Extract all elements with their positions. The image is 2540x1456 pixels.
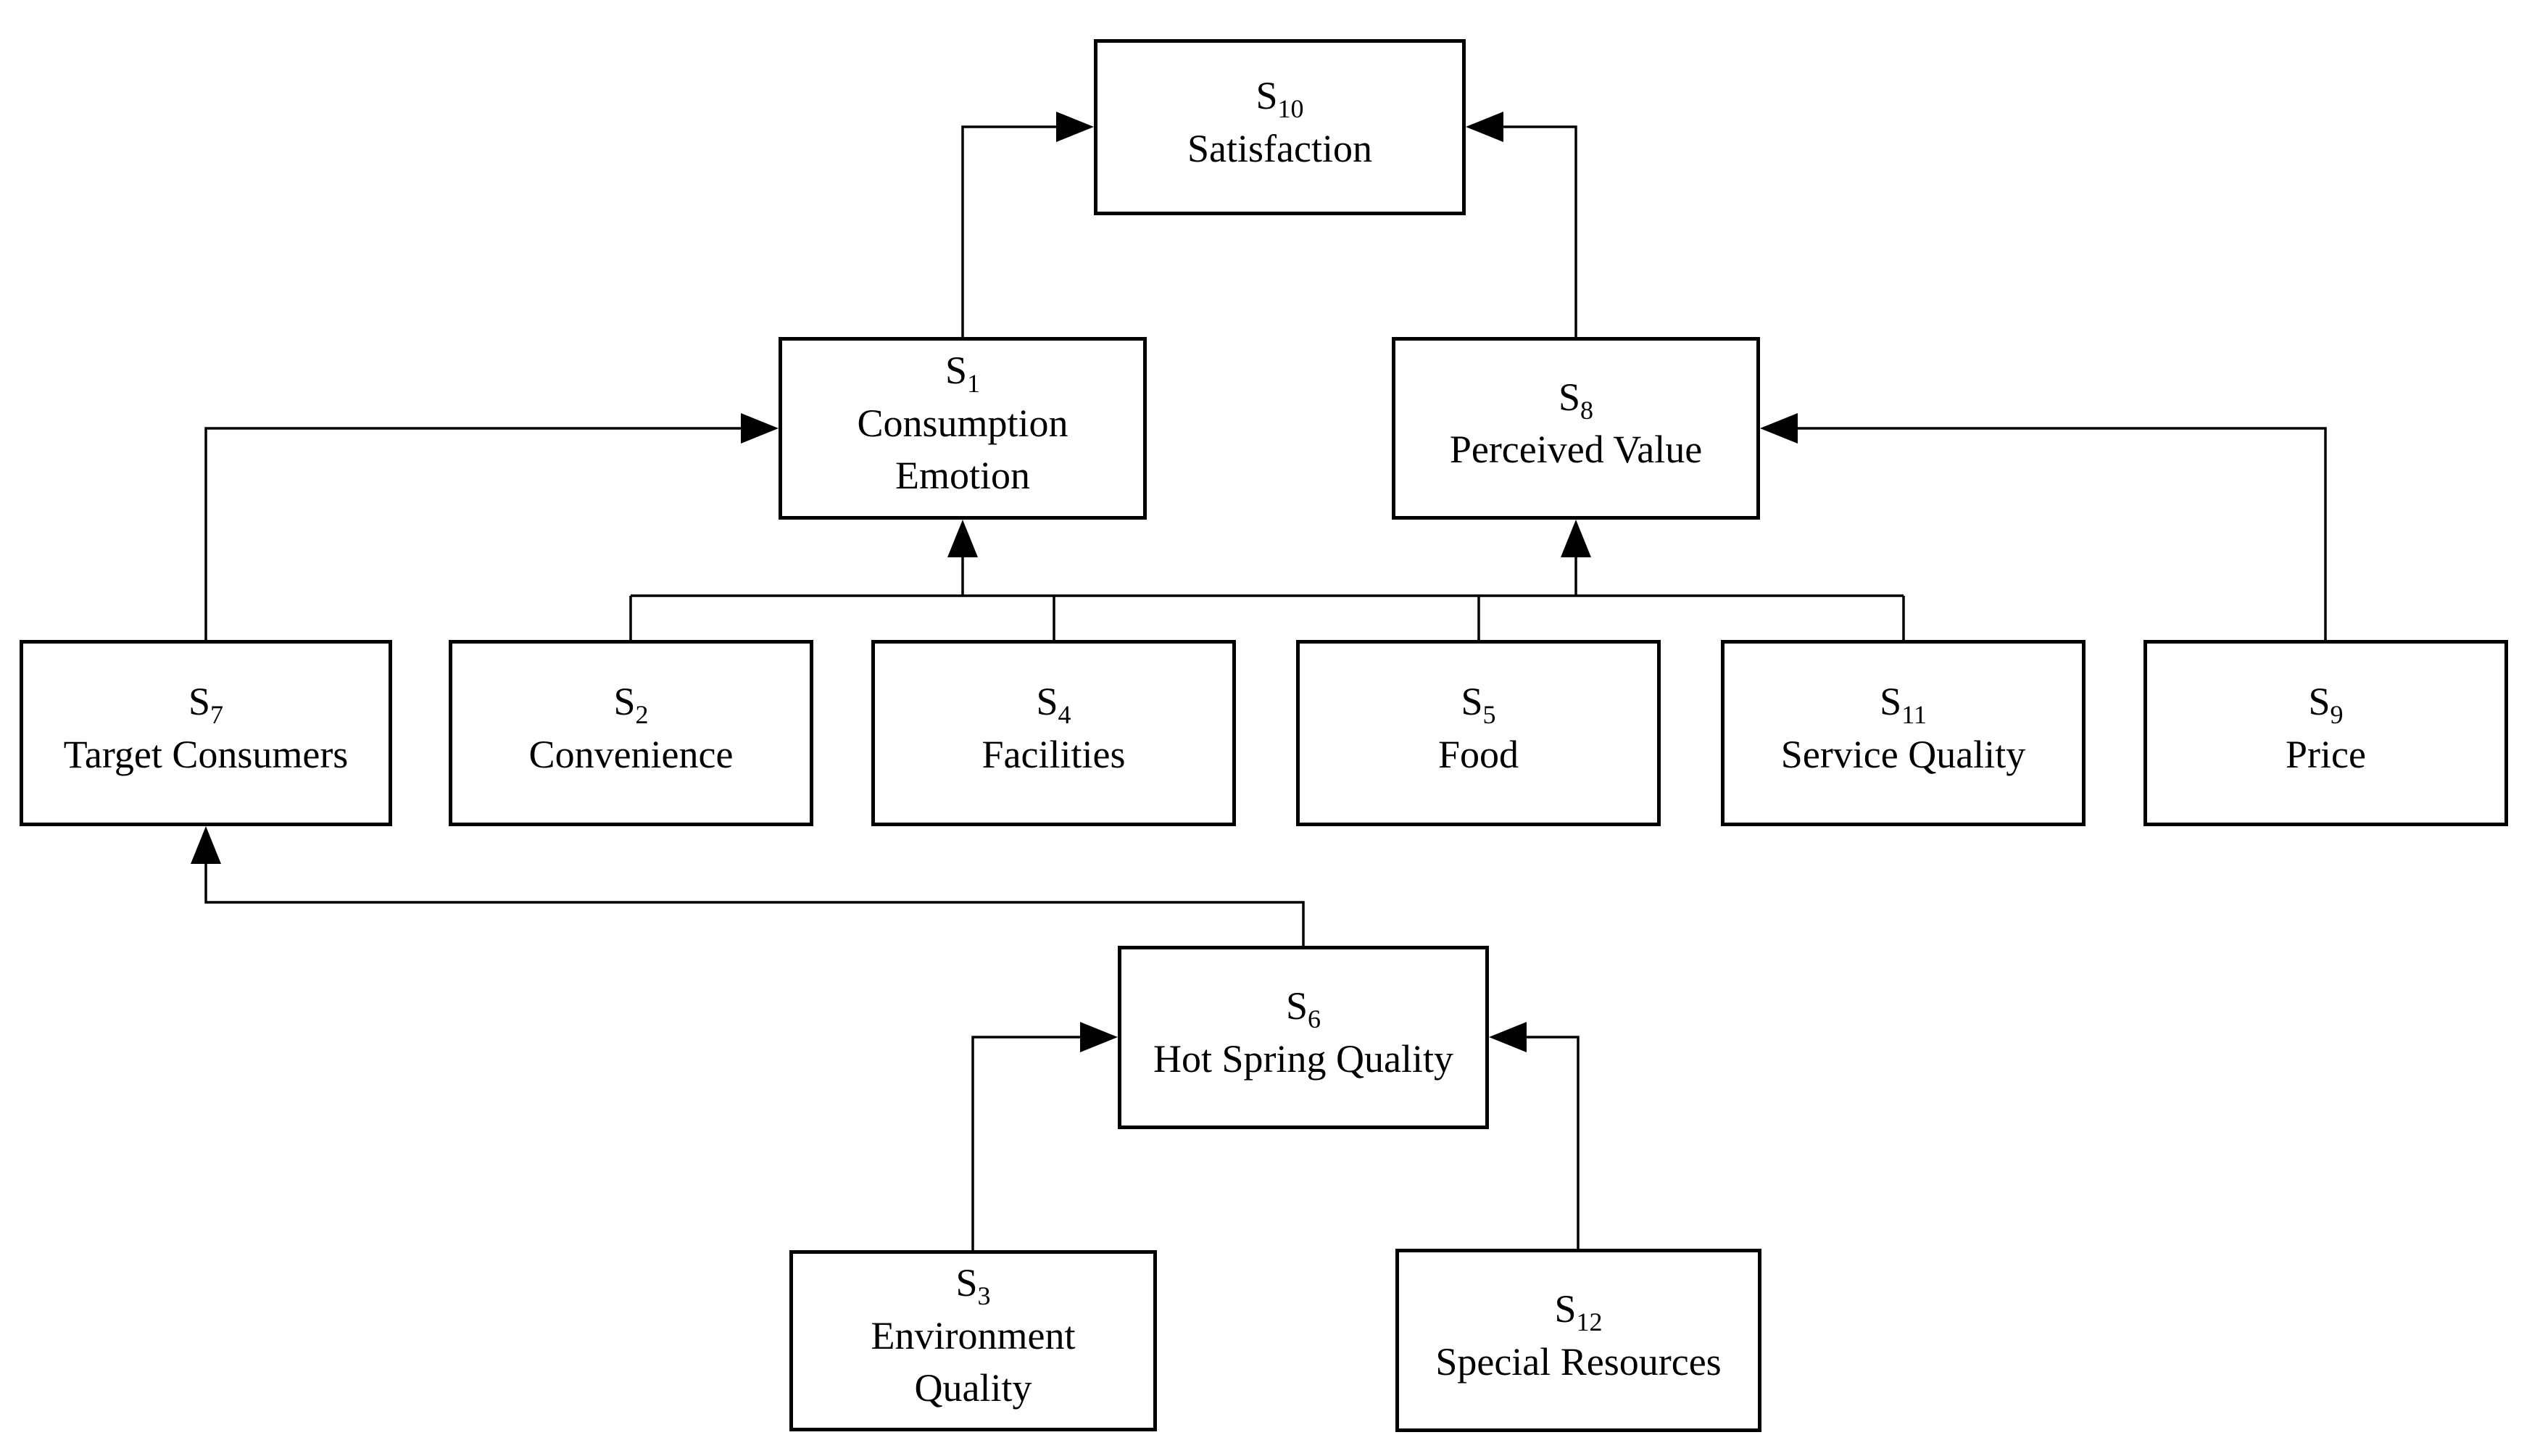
node-s10-subscript: 10 [1277, 93, 1304, 123]
node-s10-label-line: Satisfaction [1187, 126, 1372, 170]
node-s8-code: S8 [1558, 375, 1594, 425]
node-s9-label-line: Price [2286, 732, 2366, 776]
node-s1-label-line: Emotion [895, 454, 1030, 498]
node-s12-code: S12 [1554, 1287, 1603, 1336]
node-s2-label-line: Convenience [528, 732, 734, 776]
node-s6-code: S6 [1285, 984, 1321, 1033]
node-s8-label-line: Perceived Value [1449, 428, 1703, 471]
s7-to-s1-arrowhead-icon [741, 413, 779, 444]
node-s3-label-line: Quality [914, 1366, 1032, 1410]
node-s11-code: S11 [1880, 680, 1927, 729]
node-s6-label-line: Hot Spring Quality [1153, 1036, 1453, 1081]
node-s5-subscript: 5 [1482, 699, 1496, 729]
node-s7-code: S7 [188, 680, 224, 729]
edge-s7-to-s1 [204, 427, 744, 640]
node-s7-label-line: Target Consumers [63, 732, 349, 776]
node-s11-label-line: Service Quality [1780, 732, 2026, 776]
bus-to-s1-arrowhead-icon [947, 520, 978, 557]
node-s12-label-line: Special Resources [1435, 1339, 1722, 1384]
node-s1-code: S1 [945, 349, 981, 399]
node-s9-subscript: 9 [2330, 699, 2344, 729]
s9-to-s8-arrowhead-icon [1760, 413, 1798, 444]
edge-s8-to-s10 [1501, 125, 1577, 337]
edge-s6-to-s7 [204, 861, 1305, 946]
node-s8-subscript: 8 [1580, 395, 1594, 425]
s6-to-s7-arrowhead-icon [191, 826, 221, 864]
bus-to-s8-arrowhead-icon [1561, 520, 1591, 557]
node-s6-subscript: 6 [1308, 1004, 1321, 1033]
node-s4-code: S4 [1036, 680, 1071, 729]
node-s4-subscript: 4 [1058, 699, 1071, 729]
s8-to-s10-arrowhead-icon [1466, 112, 1503, 142]
node-s9-code: S9 [2308, 680, 2344, 729]
node-s3-label-line: Environment [871, 1313, 1076, 1357]
node-s1-subscript: 1 [967, 369, 981, 399]
node-s12-subscript: 12 [1576, 1307, 1603, 1336]
node-s4-label-line: Facilities [981, 732, 1126, 776]
node-s3-subscript: 3 [977, 1281, 991, 1311]
edge-s1-to-s10 [961, 125, 1059, 337]
node-s2-code: S2 [613, 680, 649, 729]
node-s2-subscript: 2 [635, 699, 649, 729]
node-s5-label-line: Food [1437, 732, 1519, 776]
node-s3-code: S3 [955, 1261, 991, 1311]
s3-to-s6-arrowhead-icon [1080, 1022, 1118, 1052]
edge-s9-to-s8 [1795, 427, 2327, 640]
s12-to-s6-arrowhead-icon [1489, 1022, 1527, 1052]
node-s10-code: S10 [1256, 74, 1304, 123]
node-s1-label-line: Consumption [857, 401, 1068, 445]
s1-to-s10-arrowhead-icon [1056, 112, 1094, 142]
node-s7-subscript: 7 [210, 699, 224, 729]
edge-s3-to-s6 [971, 1036, 1083, 1250]
node-s11-subscript: 11 [1901, 699, 1927, 729]
node-s5-code: S5 [1461, 680, 1496, 729]
edge-s12-to-s6 [1524, 1036, 1580, 1249]
